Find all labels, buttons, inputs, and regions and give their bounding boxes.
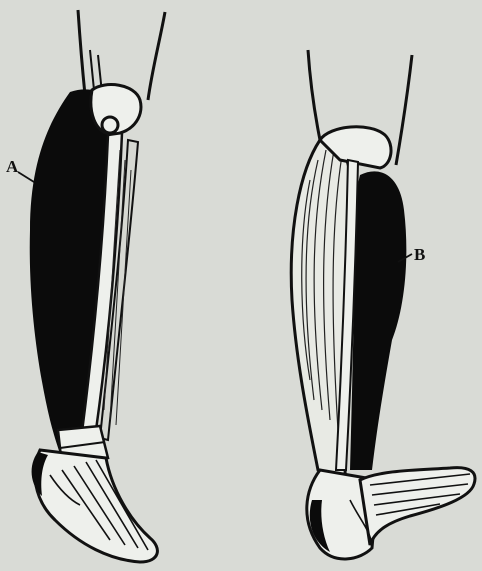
right-leg-illustration [291,50,475,559]
left-foot [35,450,158,562]
muscle-b-shape [350,171,406,470]
label-a-leader [18,172,34,182]
left-leg-illustration [30,10,165,562]
label-a: A [6,157,19,176]
label-a-group: A [6,157,34,182]
left-knee-joint [102,117,118,133]
label-b: B [414,245,425,264]
